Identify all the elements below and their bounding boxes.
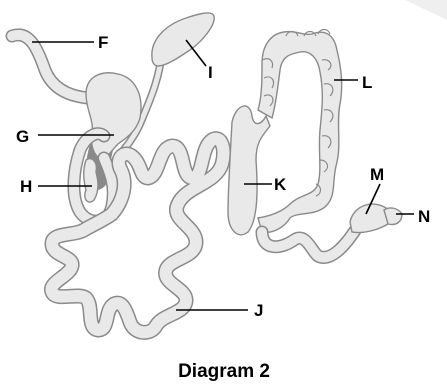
background-corner-shape — [405, 0, 447, 20]
caecum — [228, 106, 270, 235]
oesophagus — [12, 35, 88, 98]
label-g: G — [16, 127, 29, 146]
label-l: L — [362, 73, 372, 92]
label-k: K — [274, 175, 287, 194]
label-i: I — [208, 63, 213, 82]
label-n: N — [418, 207, 430, 226]
label-f: F — [98, 33, 108, 52]
diagram-caption: Diagram 2 — [178, 361, 270, 382]
large-intestine — [258, 30, 342, 233]
label-m: M — [370, 165, 384, 184]
label-j: J — [254, 301, 263, 320]
label-h: H — [20, 177, 32, 196]
